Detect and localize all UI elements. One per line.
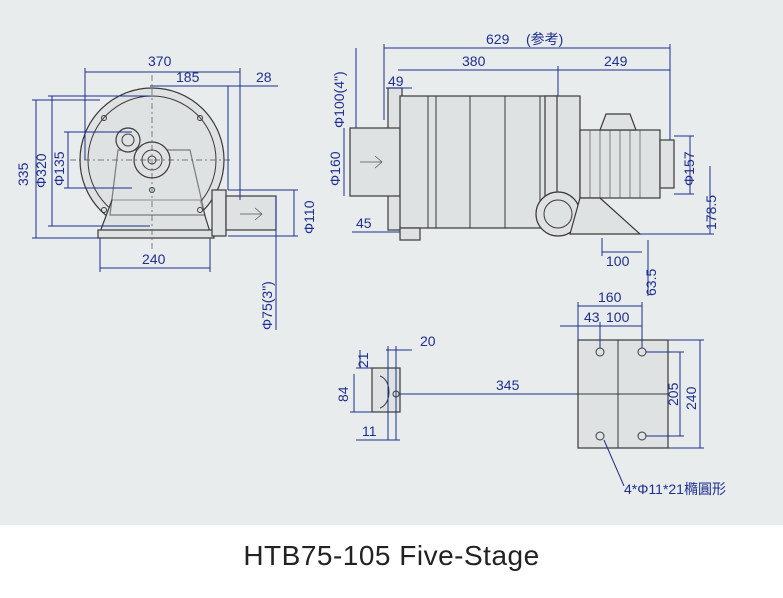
outlet-flange: [211, 189, 227, 237]
motor-foot: [569, 197, 642, 235]
dim-63-5: 63.5: [643, 269, 659, 296]
dim-phi110: Φ110: [301, 200, 317, 234]
dim-28: 28: [256, 69, 272, 85]
dim-phi75: Φ75(3"): [259, 281, 275, 330]
bolt: [101, 207, 107, 213]
outlet-pipe: [225, 195, 277, 231]
dim-84: 84: [335, 386, 351, 402]
dim-phi135: Φ135: [51, 151, 67, 186]
body-foot: [399, 227, 421, 241]
foot-detail: 20 21 84 11: [335, 333, 436, 441]
inlet-arrow: [360, 155, 383, 169]
dim-phi100: Φ100(4"): [331, 71, 347, 128]
dim-100: 100: [606, 253, 630, 269]
dim-49: 49: [388, 73, 404, 89]
side-outlet-inner: [543, 199, 573, 229]
dim-629-note: (参考): [526, 31, 563, 47]
dim-335: 335: [15, 162, 31, 186]
dim-240-depth: 240: [683, 386, 699, 410]
bolt: [101, 115, 107, 121]
dim-phi160: Φ160: [327, 151, 343, 186]
dim-178-5: 178.5: [703, 195, 719, 230]
dim-380: 380: [462, 53, 486, 69]
dim-21: 21: [355, 352, 371, 368]
drawing-canvas: 370 185 28 335 Φ320 Φ135 240 Φ110 Φ75(3"…: [15, 31, 726, 497]
dim-185: 185: [176, 69, 200, 85]
bolt: [197, 115, 203, 121]
dim-629: 629: [486, 31, 510, 47]
dim-160: 160: [598, 289, 622, 305]
dim-45: 45: [356, 215, 372, 231]
side-view: 629 (参考) 380 249 49 Φ100(4") Φ160 45 Φ15…: [327, 31, 719, 296]
terminal-box: [599, 113, 637, 131]
mount-hole: [595, 431, 605, 441]
hole-note: 4*Φ11*21橢圓形: [624, 481, 726, 497]
front-base-plate: [97, 229, 215, 239]
dim-249: 249: [604, 53, 628, 69]
dim-phi320: Φ320: [33, 153, 49, 188]
dim-11: 11: [362, 423, 377, 439]
dim-205: 205: [665, 382, 681, 406]
bolt: [197, 207, 203, 213]
top-port: [115, 127, 141, 153]
dim-phi157: Φ157: [681, 151, 697, 186]
dim-240: 240: [142, 251, 166, 267]
dim-20: 20: [420, 333, 436, 349]
front-view: 370 185 28 335 Φ320 Φ135 240 Φ110 Φ75(3"…: [15, 53, 317, 330]
dim-370: 370: [148, 53, 172, 69]
top-port-inner: [121, 133, 135, 147]
dim-43: 43: [584, 309, 600, 325]
dim-100-holes: 100: [606, 309, 630, 325]
motor-end-cap: [659, 139, 675, 189]
outlet-arrow: [240, 207, 263, 221]
foot-profile: [371, 367, 401, 413]
model-caption: HTB75-105 Five-Stage: [243, 540, 540, 571]
dim-345: 345: [496, 377, 520, 393]
technical-drawing: 370 185 28 335 Φ320 Φ135 240 Φ110 Φ75(3"…: [0, 0, 783, 525]
foot-slot: [379, 375, 390, 409]
base-plan: 345 160 43 100 205 240 4*Φ11*21橢圓形: [400, 289, 726, 497]
